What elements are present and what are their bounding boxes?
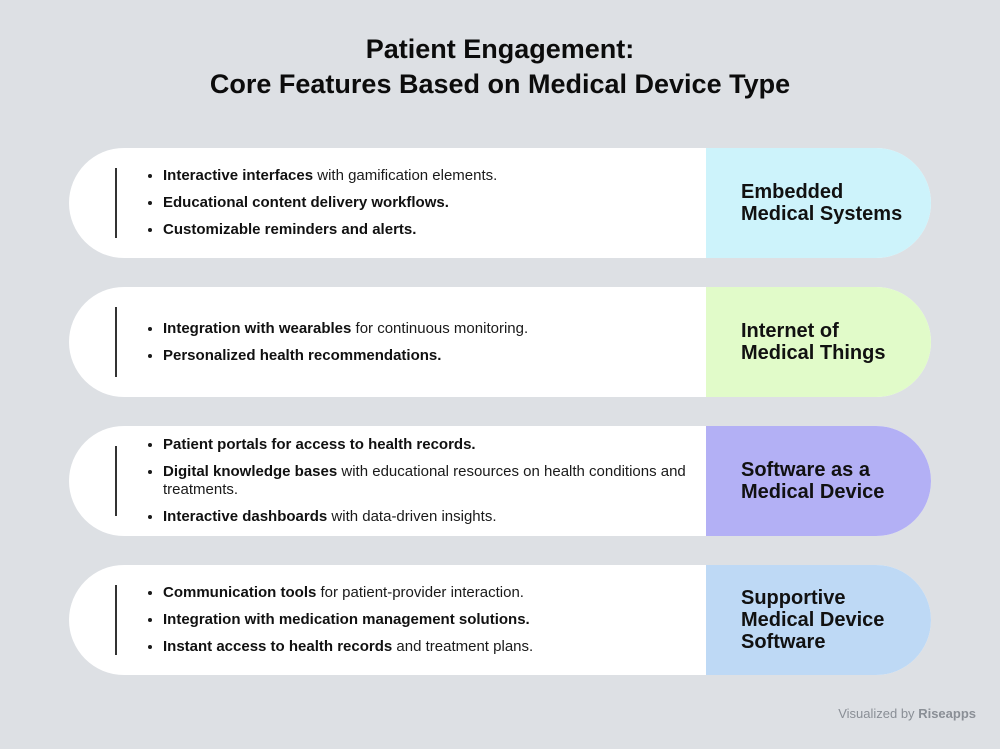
title-line-1: Patient Engagement:	[365, 34, 635, 64]
page-title: Patient Engagement: Core Features Based …	[0, 32, 1000, 102]
feature-item-text: and treatment plans.	[392, 638, 534, 655]
device-type-label: Supportive Medical Device Software	[706, 565, 931, 675]
device-type-text: Internet of Medical Things	[741, 320, 886, 364]
feature-item: Patient portals for access to health rec…	[147, 436, 702, 454]
feature-item-text: for continuous monitoring.	[351, 319, 529, 337]
feature-item: Interactive interfaces with gamification…	[147, 167, 702, 185]
device-type-text: Embedded Medical Systems	[741, 181, 903, 225]
divider-bar	[115, 446, 117, 516]
device-type-label: Internet of Medical Things	[706, 287, 931, 397]
feature-item-bold: Patient portals for access to health rec…	[163, 436, 476, 453]
feature-item-text: with gamification elements.	[313, 167, 498, 184]
feature-item-bold: Instant access to health records	[163, 638, 393, 655]
divider-bar	[115, 168, 117, 238]
feature-item-bold: Customizable reminders and alerts.	[163, 221, 417, 238]
feature-item: Personalized health recommendations.	[147, 347, 702, 365]
feature-item: Digital knowledge bases with educational…	[147, 463, 702, 499]
feature-item: Integration with medication management s…	[147, 611, 702, 629]
feature-item: Interactive dashboards with data-driven …	[147, 508, 702, 526]
feature-item: Communication tools for patient-provider…	[147, 584, 702, 602]
divider-bar	[115, 585, 117, 655]
feature-item: Instant access to health records and tre…	[147, 638, 702, 656]
feature-list: Interactive interfaces with gamification…	[147, 148, 702, 258]
feature-list: Communication tools for patient-provider…	[147, 565, 702, 675]
feature-item-bold: Educational content delivery workflows.	[163, 194, 449, 211]
feature-item-bold: Integration with medication management s…	[163, 611, 530, 628]
feature-item-bold: Communication tools	[163, 584, 317, 601]
device-type-text: Supportive Medical Device Software	[741, 587, 885, 653]
feature-card: Integration with wearables for continuou…	[69, 287, 931, 397]
title-line-2: Core Features Based on Medical Device Ty…	[209, 69, 791, 99]
attribution-prefix: Visualized by	[838, 706, 915, 721]
feature-list: Patient portals for access to health rec…	[147, 426, 702, 536]
feature-item-bold: Digital knowledge bases	[163, 463, 338, 480]
feature-item-bold: Interactive interfaces	[163, 167, 314, 184]
feature-card: Communication tools for patient-provider…	[69, 565, 931, 675]
attribution: Visualized by Riseapps	[838, 706, 976, 721]
feature-item-bold: Interactive dashboards	[163, 508, 328, 525]
attribution-brand: Riseapps	[918, 706, 976, 721]
feature-item: Customizable reminders and alerts.	[147, 221, 702, 239]
device-type-text: Software as a Medical Device	[741, 459, 885, 503]
divider-bar	[115, 307, 117, 377]
feature-list: Integration with wearables for continuou…	[147, 287, 702, 397]
feature-card: Interactive interfaces with gamification…	[69, 148, 931, 258]
device-type-label: Embedded Medical Systems	[706, 148, 931, 258]
feature-item-text: with data-driven insights.	[327, 508, 497, 525]
feature-item-text: with educational resources on health con…	[163, 463, 686, 498]
feature-item-bold: Personalized health recommendations.	[163, 346, 442, 364]
feature-item-bold: Integration with wearables	[163, 319, 352, 337]
feature-item: Integration with wearables for continuou…	[147, 320, 702, 338]
feature-item: Educational content delivery workflows.	[147, 194, 702, 212]
device-type-label: Software as a Medical Device	[706, 426, 931, 536]
feature-card: Patient portals for access to health rec…	[69, 426, 931, 536]
feature-item-text: for patient-provider interaction.	[316, 584, 524, 601]
